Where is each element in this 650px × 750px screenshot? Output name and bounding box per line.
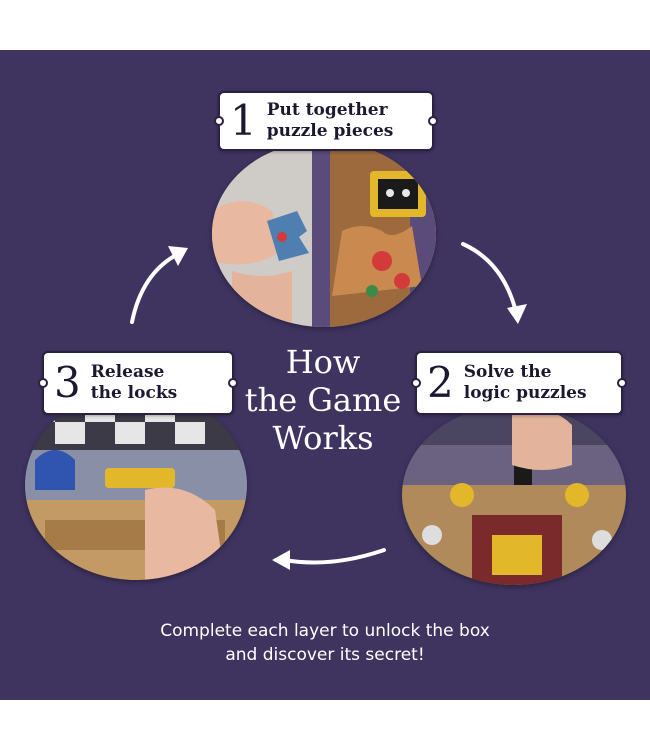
step-2-number: 2 [427, 358, 454, 407]
step-3-tag: 3 Release the locks [38, 351, 238, 415]
step-2-label: Solve the logic puzzles [463, 362, 587, 403]
step-1-label: Put together puzzle pieces [266, 100, 394, 141]
caption-line-1: Complete each layer to unlock the box [160, 621, 490, 641]
title-line-2: the Game [244, 381, 402, 419]
release-locks-photo [25, 390, 247, 580]
step-3-label: Release the locks [90, 362, 178, 403]
caption-line-2: and discover its secret! [225, 645, 425, 665]
logic-puzzles-photo [402, 405, 626, 585]
step-2-tag: 2 Solve the logic puzzles [411, 351, 627, 415]
step-1-tag: 1 Put together puzzle pieces [214, 91, 438, 151]
arrow-step2-to-step3-icon [272, 548, 386, 570]
arrow-step3-to-step1-icon [130, 246, 188, 324]
title-line-3: Works [272, 419, 374, 457]
title-line-1: How [285, 343, 361, 381]
step-1-number: 1 [230, 96, 257, 145]
page-title: How the Game Works [228, 343, 418, 457]
puzzle-pieces-photo [212, 141, 436, 327]
arrow-step1-to-step2-icon [461, 242, 527, 324]
step-3-number: 3 [54, 358, 81, 407]
